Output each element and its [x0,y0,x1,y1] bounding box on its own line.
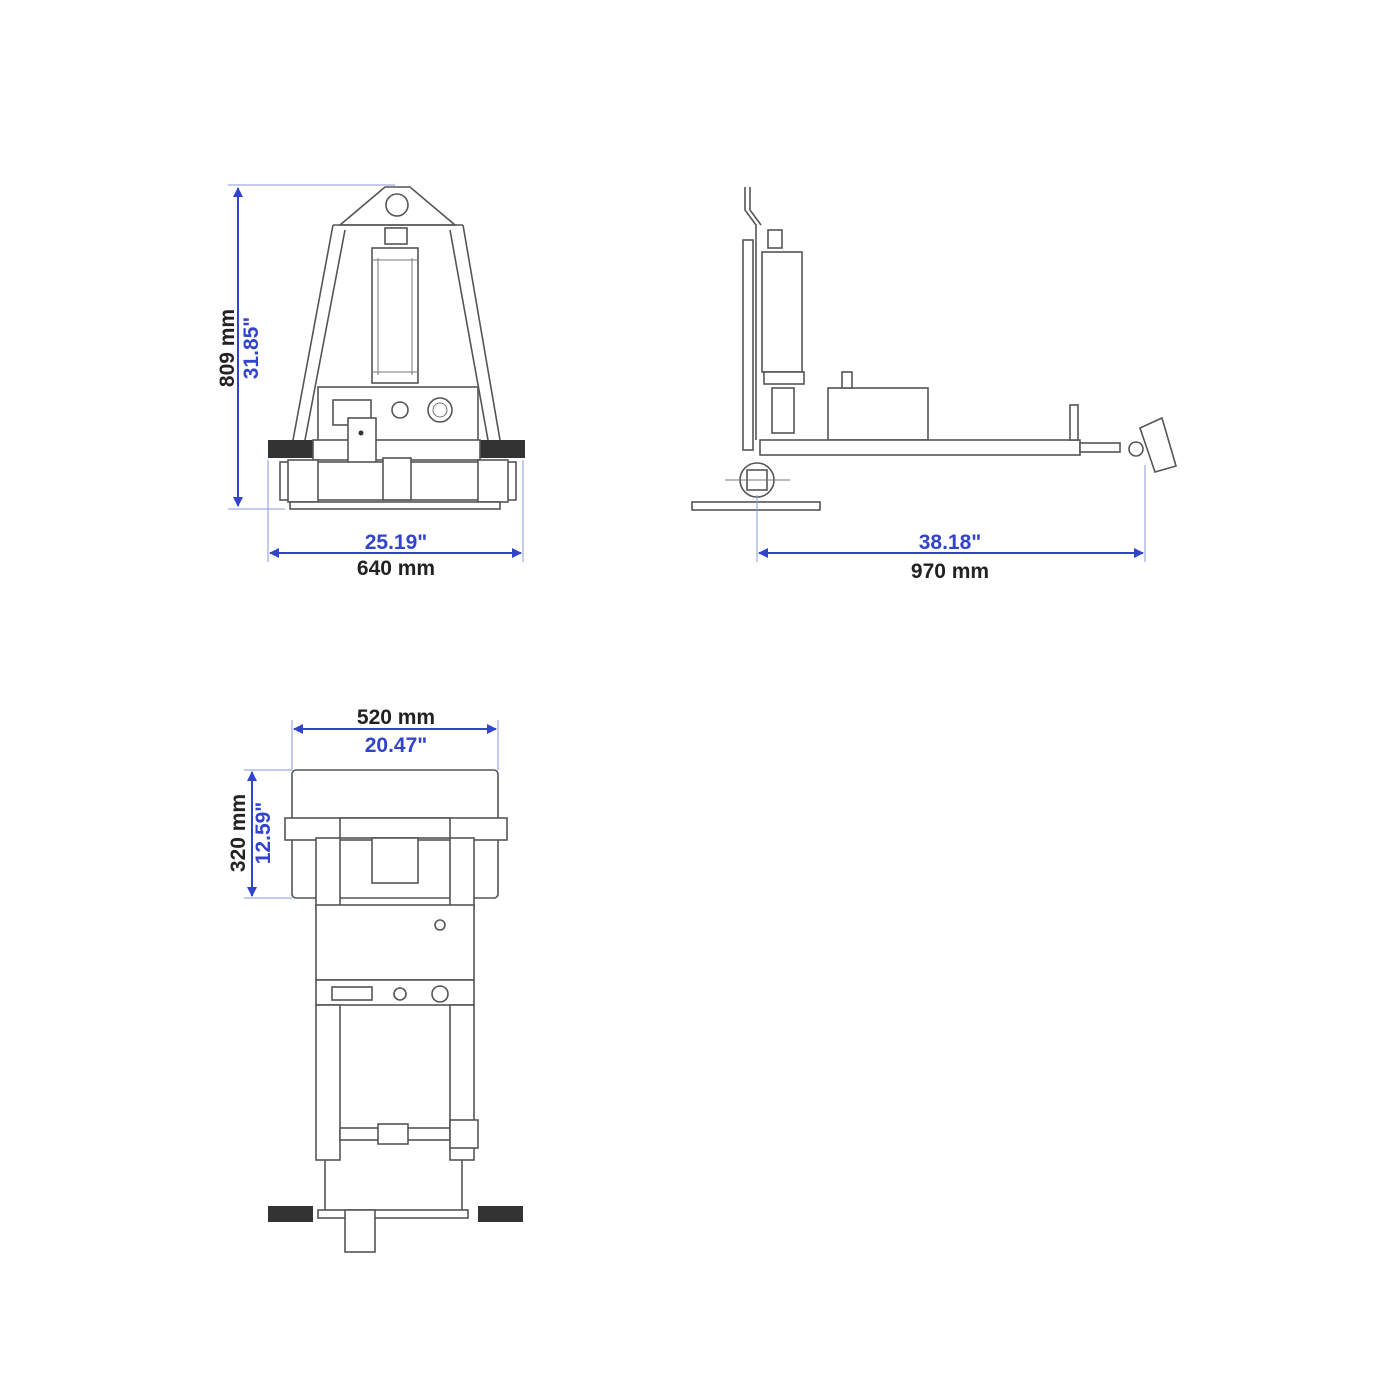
side-length-dimension: 38.18" 970 mm [756,465,1146,583]
side-length-in: 38.18" [919,531,982,554]
front-width-in: 25.19" [365,531,428,554]
front-width-mm: 640 mm [357,557,435,580]
front-height-in: 31.85" [240,317,263,380]
front-width-dimension: 25.19" 640 mm [267,460,524,580]
front-height-dimension: 809 mm 31.85" [216,184,395,510]
front-height-mm: 809 mm [216,309,239,387]
top-view [268,769,523,1253]
top-width-dimension: 520 mm 20.47" [291,706,499,770]
side-view [691,187,1177,511]
top-width-mm: 520 mm [357,706,435,729]
top-depth-in: 12.59" [252,802,275,865]
front-view [268,186,525,510]
top-depth-mm: 320 mm [227,794,250,872]
top-depth-dimension: 320 mm 12.59" [227,769,292,899]
top-width-in: 20.47" [365,734,428,757]
side-length-mm: 970 mm [911,560,989,583]
